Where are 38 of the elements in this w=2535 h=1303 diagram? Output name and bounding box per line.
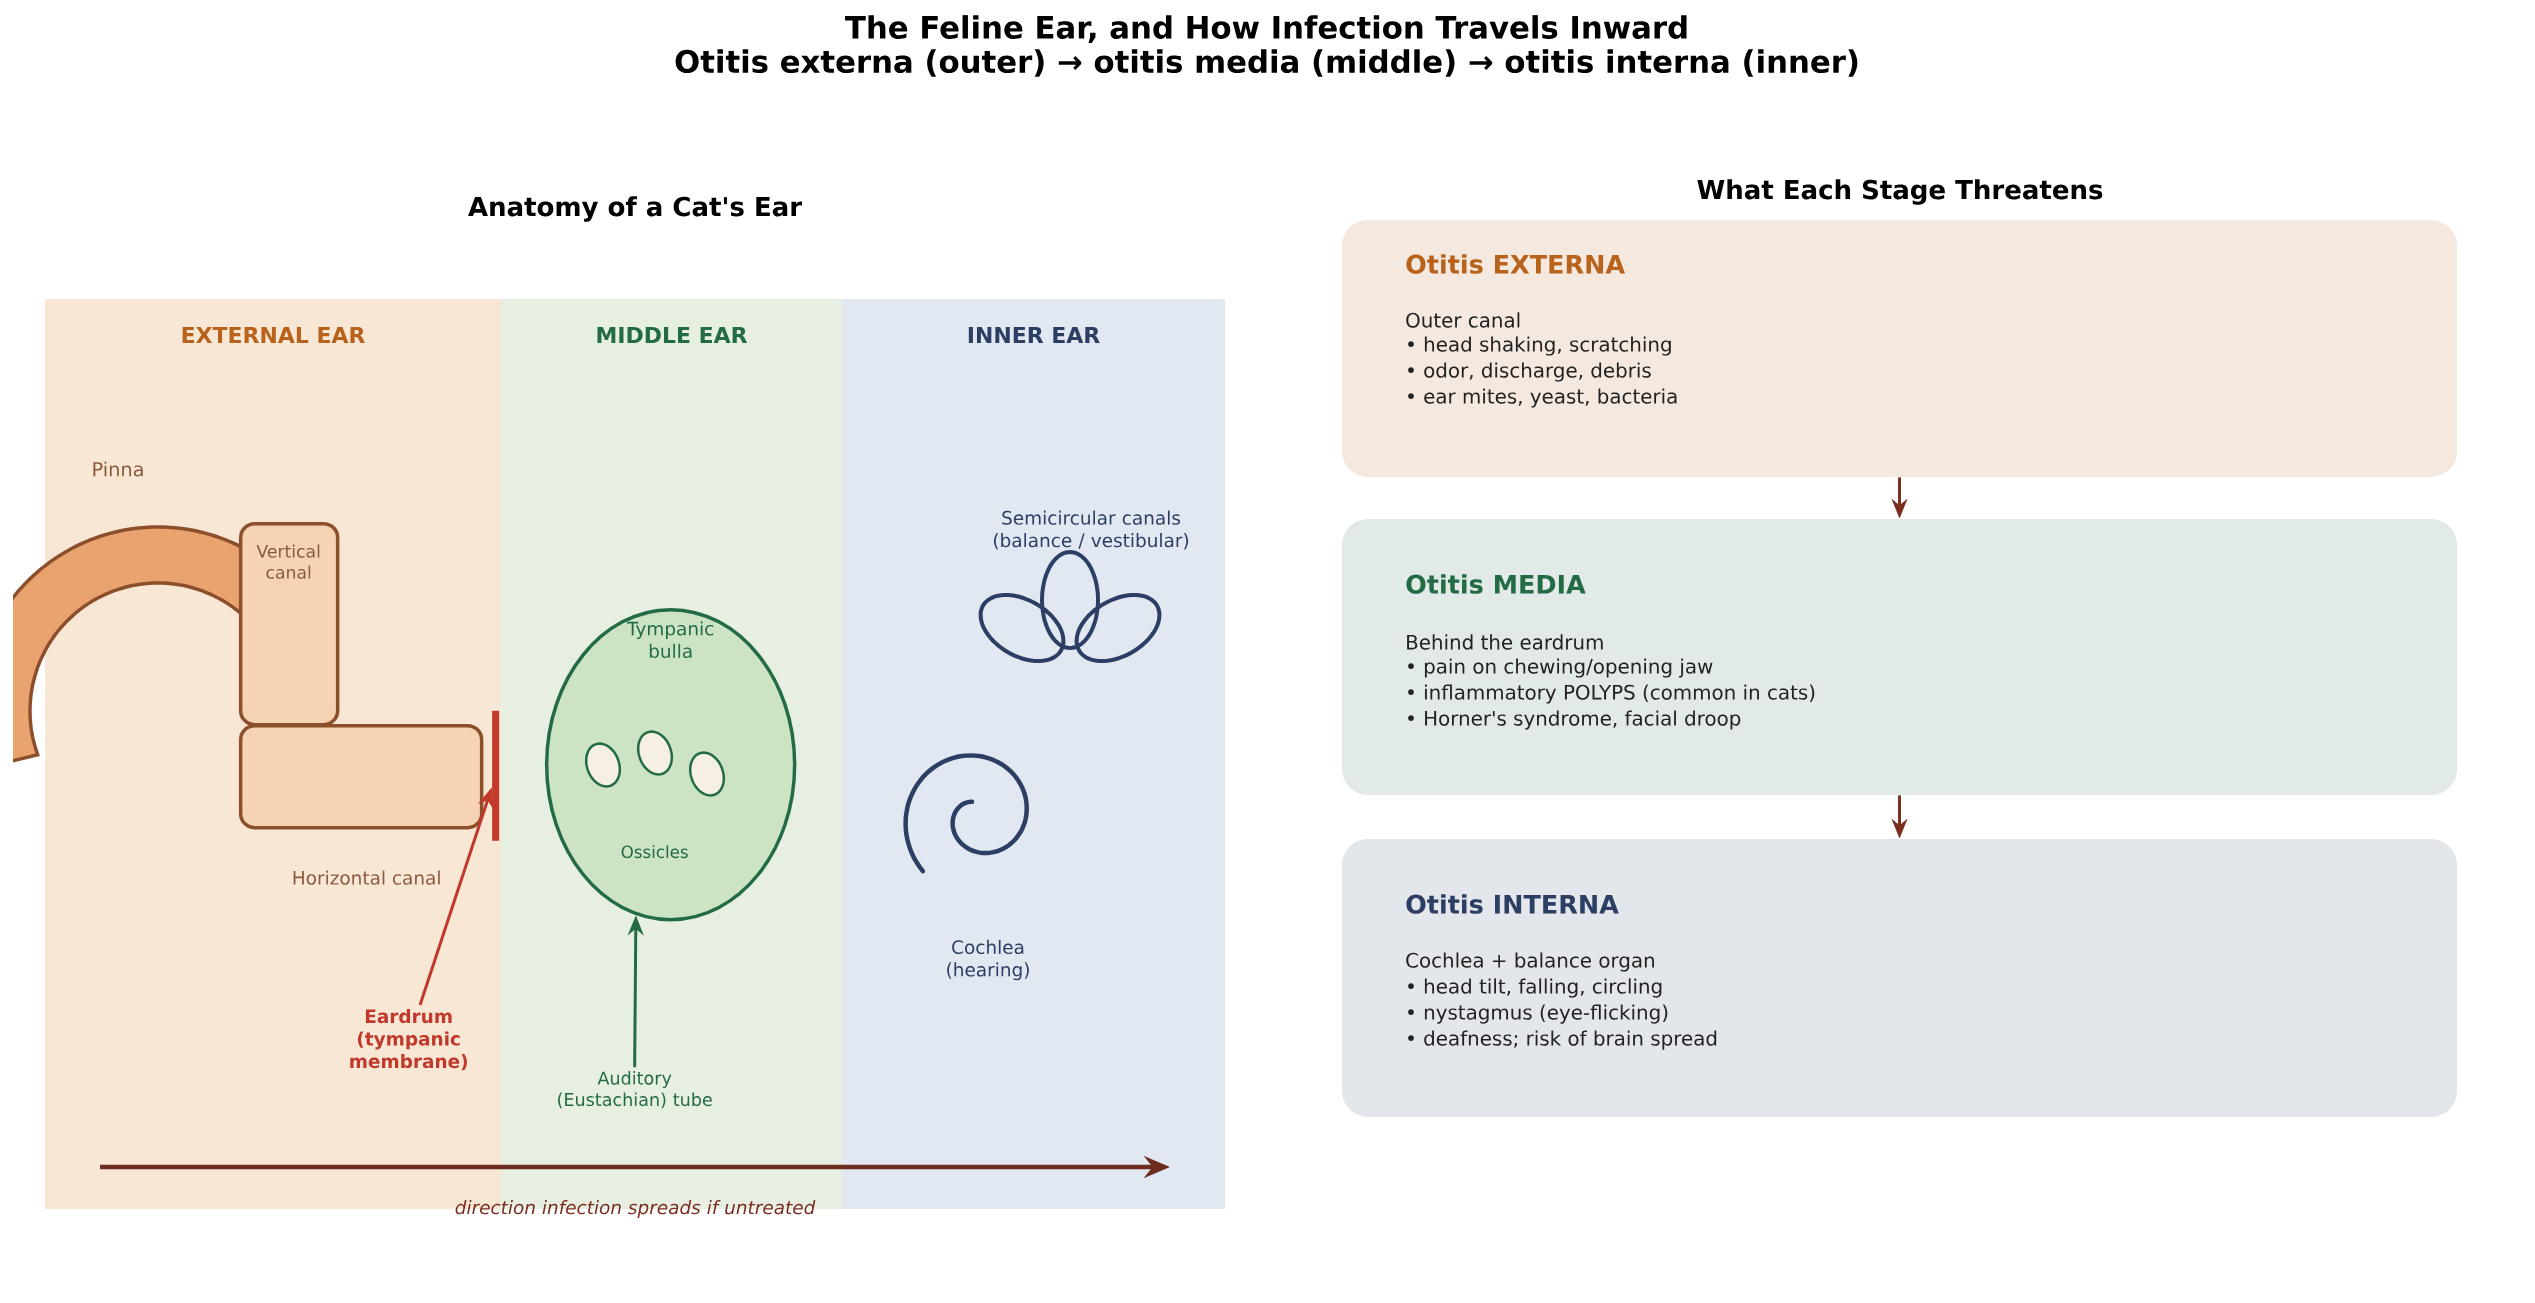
region-heading: MIDDLE EAR xyxy=(597,327,748,343)
ear-region-band xyxy=(842,299,1225,1209)
card-text: • odor, discharge, debris xyxy=(1408,362,1651,382)
card-heading: Otitis INTERNA xyxy=(1406,894,1619,914)
region-heading: INNER EAR xyxy=(968,327,1100,343)
card-text: Behind the eardrum xyxy=(1407,634,1603,650)
card-text: • inflammatory POLYPS (common in cats) xyxy=(1408,684,1815,704)
part-label: Vertical canal xyxy=(256,544,320,579)
part-label: Pinna xyxy=(93,461,143,477)
card-text: Outer canal xyxy=(1406,312,1520,328)
stage-card xyxy=(1342,839,2458,1117)
part-label: Horizontal canal xyxy=(293,870,440,885)
part-label: Cochlea (hearing) xyxy=(947,939,1029,981)
part-label: Eardrum (tympanic membrane) xyxy=(350,1008,467,1071)
card-text: Cochlea + balance organ xyxy=(1406,952,1654,972)
card-text: • head tilt, falling, circling xyxy=(1408,978,1662,998)
stage-card xyxy=(1342,519,2458,795)
part-label: Ossicles xyxy=(621,845,688,859)
ear-canal-drawing xyxy=(238,723,484,830)
part-label: Auditory (Eustachian) tube xyxy=(558,1071,712,1109)
region-heading: EXTERNAL EAR xyxy=(182,327,365,343)
ear-canal-drawing xyxy=(238,521,340,727)
stage-card xyxy=(1342,220,2458,477)
card-text: • head shaking, scratching xyxy=(1408,336,1671,356)
part-label: Semicircular canals (balance / vestibular) xyxy=(993,510,1189,550)
card-text: • ear mites, yeast, bacteria xyxy=(1408,388,1677,408)
tympanic-bulla-drawing xyxy=(544,607,797,922)
title: The Feline Ear, and How Infection Travels Inward xyxy=(845,15,1687,43)
title: Otitis externa (outer) → otitis media (middle) → otitis interna (inner) xyxy=(675,49,1858,77)
card-text: • Horner's syndrome, facial droop xyxy=(1408,710,1741,730)
part-label: Tympanic bulla xyxy=(626,621,714,659)
card-heading: Otitis MEDIA xyxy=(1406,574,1586,594)
card-text: • deafness; risk of brain spread xyxy=(1408,1030,1717,1050)
card-text: • nystagmus (eye-flicking) xyxy=(1408,1004,1668,1024)
axis-caption: direction infection spreads if untreated xyxy=(455,1200,816,1218)
card-heading: Otitis EXTERNA xyxy=(1406,254,1626,274)
panel-heading: Anatomy of a Cat's Ear xyxy=(468,196,803,222)
card-text: • pain on chewing/opening jaw xyxy=(1408,658,1713,678)
